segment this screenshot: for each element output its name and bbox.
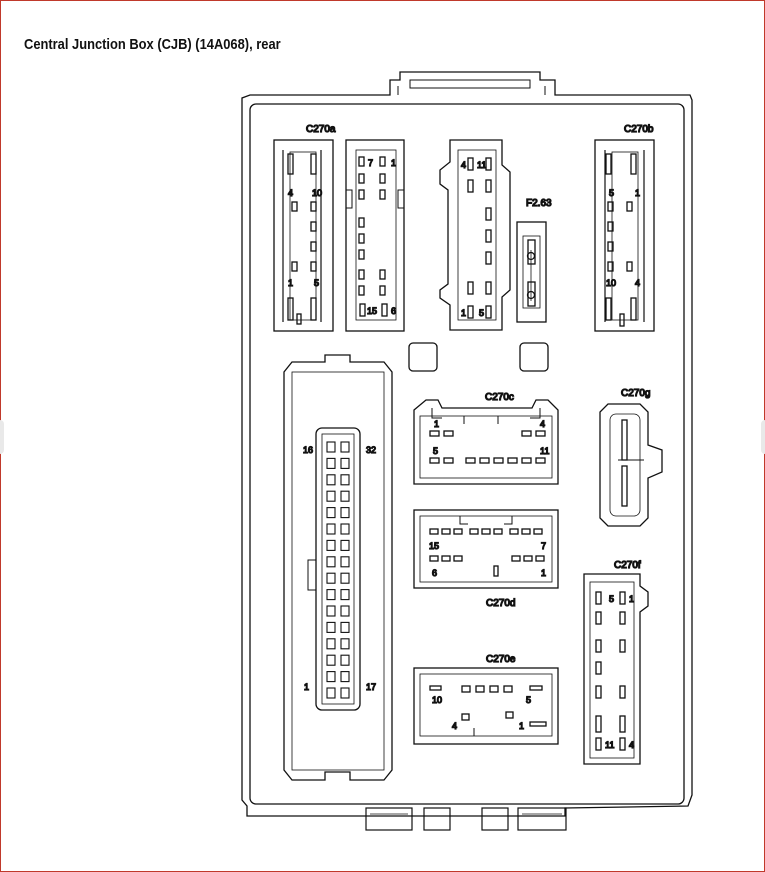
large-pin-cavity bbox=[340, 671, 350, 683]
large-pin-cavity bbox=[340, 605, 350, 617]
large-pin-cavity bbox=[326, 589, 336, 601]
large-pin-cavity bbox=[326, 556, 336, 568]
large-pin-1: 1 bbox=[304, 682, 309, 692]
connector-c270f: C270f 5 1 11 4 bbox=[583, 559, 649, 765]
large-pin-17: 17 bbox=[366, 682, 376, 692]
large-pin-cavity bbox=[326, 605, 336, 617]
large-pin-cavity bbox=[326, 523, 336, 535]
large-pin-cavity bbox=[326, 654, 336, 666]
c270f-pin-5: 5 bbox=[609, 594, 614, 604]
large-pin-cavity bbox=[340, 490, 350, 502]
large-pin-cavity bbox=[340, 572, 350, 584]
right-center-pin-5: 5 bbox=[479, 308, 484, 318]
connector-c270c: C270c 1 4 5 11 bbox=[413, 391, 559, 485]
c270d-pin-7: 7 bbox=[541, 541, 546, 551]
c270d-label: C270d bbox=[486, 598, 515, 609]
c270e-label: C270e bbox=[486, 654, 516, 665]
mounting-tabs bbox=[408, 342, 549, 372]
c270d-pin-1: 1 bbox=[541, 568, 546, 578]
c270d-pin-6: 6 bbox=[432, 568, 437, 578]
c270b-pin-10: 10 bbox=[606, 278, 616, 288]
fuse-f2-63: F2.63 bbox=[516, 197, 553, 323]
c270b-pin-1: 1 bbox=[635, 188, 640, 198]
right-center-pin-11: 11 bbox=[477, 160, 486, 170]
c270f-pin-11: 11 bbox=[605, 740, 614, 750]
large-pin-cavity bbox=[340, 539, 350, 551]
c270e-pin-1: 1 bbox=[519, 721, 524, 731]
c270c-pin-11: 11 bbox=[540, 446, 549, 456]
c270f-label: C270f bbox=[614, 560, 641, 571]
large-pin-cavity bbox=[326, 621, 336, 633]
c270e-pin-4: 4 bbox=[452, 721, 457, 731]
large-pin-cavity bbox=[340, 556, 350, 568]
large-pin-cavity bbox=[340, 507, 350, 519]
connector-c270d: C270d 15 7 6 1 bbox=[413, 509, 559, 610]
large-pin-16: 16 bbox=[303, 445, 313, 455]
c270a-label: C270a bbox=[306, 124, 336, 135]
middle-pin-15: 15 bbox=[367, 306, 377, 316]
large-pin-32: 32 bbox=[366, 445, 376, 455]
middle-pin-1: 1 bbox=[391, 158, 396, 168]
c270a-pin-4: 4 bbox=[288, 188, 293, 198]
large-pin-cavity bbox=[340, 638, 350, 650]
large-pin-cavity bbox=[326, 457, 336, 469]
right-edge-mark bbox=[761, 420, 765, 454]
large-pin-cavity bbox=[326, 572, 336, 584]
connector-c270g: C270g bbox=[599, 387, 663, 527]
connector-right-center: 4 11 1 5 bbox=[439, 139, 511, 331]
c270c-pin-5: 5 bbox=[433, 446, 438, 456]
c270d-pin-15: 15 bbox=[429, 541, 439, 551]
c270f-pin-4: 4 bbox=[629, 740, 634, 750]
large-pin-cavity bbox=[326, 507, 336, 519]
c270a-pin-5: 5 bbox=[314, 278, 319, 288]
fuse-label: F2.63 bbox=[526, 198, 552, 209]
c270f-pin-1: 1 bbox=[629, 594, 634, 604]
large-pin-cavity bbox=[340, 474, 350, 486]
connector-large: 16 32 1 17 bbox=[283, 354, 393, 781]
c270c-label: C270c bbox=[485, 392, 514, 403]
c270g-label: C270g bbox=[621, 388, 650, 399]
c270a-pin-1: 1 bbox=[288, 278, 293, 288]
large-pin-cavity bbox=[340, 621, 350, 633]
c270b-pin-4: 4 bbox=[635, 278, 640, 288]
large-pin-cavity bbox=[326, 539, 336, 551]
large-pin-cavity bbox=[326, 490, 336, 502]
large-pin-cavity bbox=[326, 687, 336, 699]
connector-middle: 7 1 15 6 bbox=[345, 139, 405, 332]
connector-c270e: C270e 10 5 4 1 bbox=[413, 653, 559, 745]
large-pin-cavity bbox=[340, 654, 350, 666]
large-pin-cavity bbox=[340, 457, 350, 469]
connector-c270b: C270b 5 1 10 4 bbox=[594, 123, 655, 332]
diagram-title: Central Junction Box (CJB) (14A068), rea… bbox=[24, 36, 281, 53]
c270e-pin-10: 10 bbox=[432, 695, 442, 705]
large-pin-cavity bbox=[340, 589, 350, 601]
large-pin-cavity bbox=[326, 671, 336, 683]
housing bbox=[241, 71, 693, 831]
middle-pin-6: 6 bbox=[391, 306, 396, 316]
large-pin-cavity bbox=[340, 523, 350, 535]
large-pin-cavity bbox=[326, 638, 336, 650]
c270e-pin-5: 5 bbox=[526, 695, 531, 705]
large-pin-cavity bbox=[326, 474, 336, 486]
left-edge-mark bbox=[0, 420, 4, 454]
c270b-pin-5: 5 bbox=[609, 188, 614, 198]
large-pin-cavity bbox=[340, 441, 350, 453]
large-connector-pins bbox=[326, 441, 350, 699]
right-center-pin-4: 4 bbox=[461, 160, 466, 170]
c270a-pin-10: 10 bbox=[312, 188, 322, 198]
connector-c270a: C270a 4 10 1 5 bbox=[273, 123, 337, 332]
large-pin-cavity bbox=[340, 687, 350, 699]
large-pin-cavity bbox=[326, 441, 336, 453]
middle-pin-7: 7 bbox=[368, 158, 373, 168]
c270b-label: C270b bbox=[624, 124, 654, 135]
c270c-pin-1: 1 bbox=[434, 419, 439, 429]
c270c-pin-4: 4 bbox=[540, 419, 545, 429]
right-center-pin-1: 1 bbox=[461, 308, 466, 318]
